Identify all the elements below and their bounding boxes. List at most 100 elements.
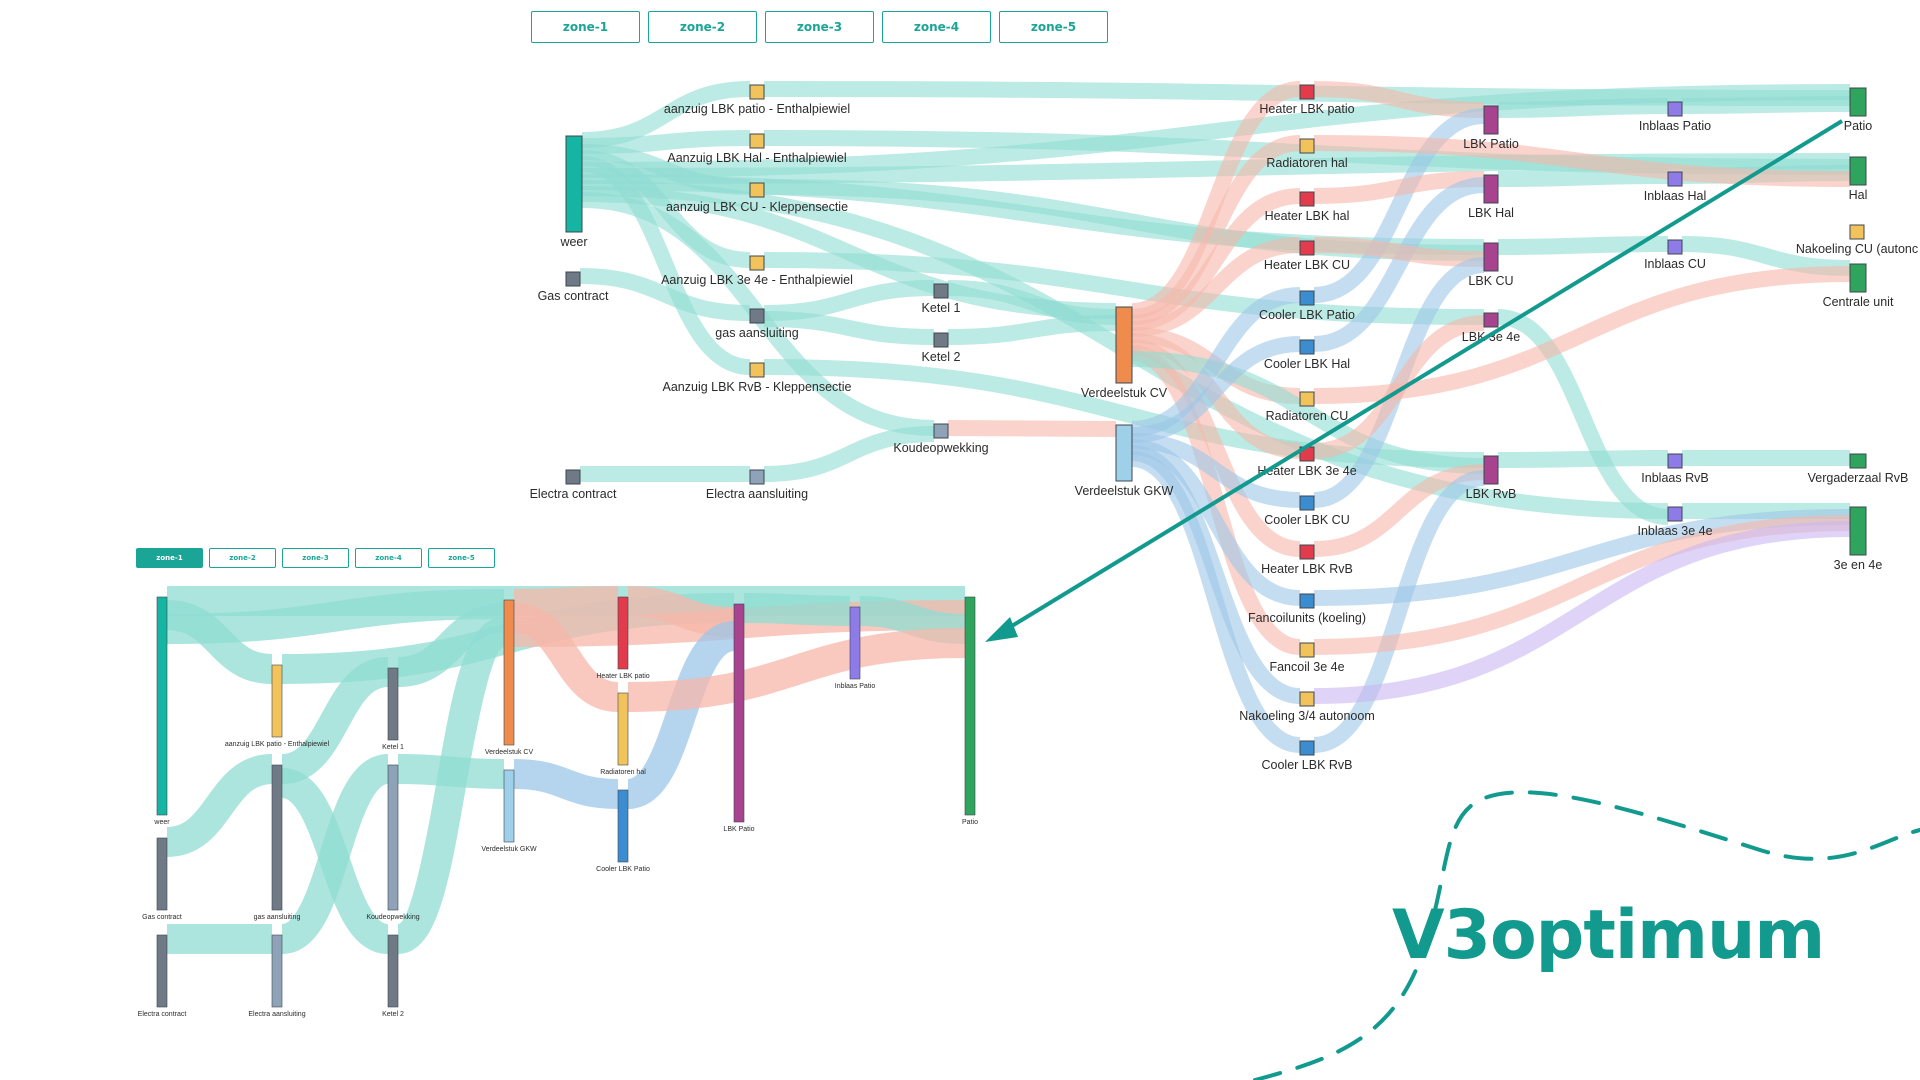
node-az_hal[interactable] — [749, 133, 765, 149]
flow-link-vgkw-c_hal[interactable] — [1131, 336, 1301, 443]
node-in_3e[interactable] — [1667, 506, 1683, 522]
node-hal[interactable] — [1849, 156, 1867, 186]
node-in_patio[interactable] — [1667, 101, 1683, 117]
node-vcv[interactable] — [1115, 306, 1133, 384]
flow-link-h_hal-lbk_hal[interactable] — [1313, 171, 1485, 204]
flow-link-electra_aansl-koude[interactable] — [763, 426, 935, 482]
flow-link-gas_contract-gas_aansl[interactable] — [579, 268, 751, 321]
mini-flow-link-electra_aansl-koude[interactable] — [279, 754, 391, 954]
mini-node-ketel2[interactable] — [387, 934, 399, 1008]
mini-node-vgkw[interactable] — [503, 769, 515, 843]
flow-link-koude-vgkw[interactable] — [947, 420, 1117, 437]
mini-tab-zone-2[interactable]: zone-2 — [209, 548, 276, 568]
mini-flow-link-in_patio-patio[interactable] — [859, 596, 966, 644]
node-rad_cu[interactable] — [1299, 391, 1315, 407]
node-in_hal[interactable] — [1667, 171, 1683, 187]
node-koude[interactable] — [933, 423, 949, 439]
mini-flow-link-h_patio-lbk_patio[interactable] — [627, 586, 735, 637]
flow-link-in_patio-patio[interactable] — [1681, 96, 1851, 114]
mini-flow-link-vcv-h_patio[interactable] — [513, 586, 619, 619]
node-lbk_rvb[interactable] — [1483, 455, 1499, 485]
flow-link-weer-az_hal[interactable] — [581, 130, 751, 154]
mini-tab-zone-1[interactable]: zone-1 — [136, 548, 203, 568]
mini-node-patio[interactable] — [964, 596, 976, 816]
flow-link-lbk_rvb-in_rvb[interactable] — [1497, 450, 1669, 468]
node-h_hal[interactable] — [1299, 191, 1315, 207]
node-az_patio[interactable] — [749, 84, 765, 100]
node-c_rvb[interactable] — [1299, 740, 1315, 756]
flow-link-vgkw-c_cu[interactable] — [1131, 433, 1301, 508]
node-rad_hal[interactable] — [1299, 138, 1315, 154]
node-lbk_3e[interactable] — [1483, 312, 1499, 328]
node-vgkw[interactable] — [1115, 424, 1133, 482]
flow-link-rad_cu-centrale[interactable] — [1313, 266, 1851, 404]
node-az_3e[interactable] — [749, 255, 765, 271]
node-fancoil3e[interactable] — [1299, 642, 1315, 658]
flow-link-nakoel34-e3e4[interactable] — [1313, 521, 1851, 704]
mini-node-koude[interactable] — [387, 764, 399, 911]
mini-tab-zone-3[interactable]: zone-3 — [282, 548, 349, 568]
tab-zone-5[interactable]: zone-5 — [999, 11, 1108, 43]
node-c_patio[interactable] — [1299, 290, 1315, 306]
mini-flow-link-lbk_patio-in_patio[interactable] — [743, 593, 851, 626]
flow-link-az_3e-lbk_3e[interactable] — [763, 252, 1485, 325]
node-h_cu[interactable] — [1299, 240, 1315, 256]
node-centrale[interactable] — [1849, 263, 1867, 293]
node-fancoil[interactable] — [1299, 593, 1315, 609]
mini-node-az_patio[interactable] — [271, 664, 283, 738]
flow-link-fancoil3e-e3e4[interactable] — [1313, 515, 1851, 655]
flow-link-c_rvb-lbk_rvb[interactable] — [1313, 470, 1485, 753]
mini-flow-link-koude-vgkw[interactable] — [397, 754, 505, 789]
tab-zone-1[interactable]: zone-1 — [531, 11, 640, 43]
flow-link-fancoil-e3e4[interactable] — [1313, 509, 1851, 606]
node-h_patio[interactable] — [1299, 84, 1315, 100]
flow-link-ketel2-vcv[interactable] — [947, 315, 1117, 345]
flow-link-az_rvb-lbk_rvb[interactable] — [763, 359, 1485, 468]
mini-node-gas_contract[interactable] — [156, 837, 168, 911]
mini-node-electra_contract[interactable] — [156, 934, 168, 1008]
node-nakoel34[interactable] — [1299, 691, 1315, 707]
mini-node-c_patio[interactable] — [617, 789, 629, 863]
node-lbk_hal[interactable] — [1483, 174, 1499, 204]
node-nakoel_cu[interactable] — [1849, 224, 1865, 240]
node-gas_contract[interactable] — [565, 271, 581, 287]
mini-node-lbk_patio[interactable] — [733, 603, 745, 823]
flow-link-lbk_3e-in_3e[interactable] — [1497, 309, 1669, 525]
mini-flow-link-gas_aansl-ketel1[interactable] — [280, 657, 390, 784]
mini-node-in_patio[interactable] — [849, 606, 861, 680]
node-in_rvb[interactable] — [1667, 453, 1683, 469]
node-lbk_patio[interactable] — [1483, 105, 1499, 135]
mini-tab-zone-5[interactable]: zone-5 — [428, 548, 495, 568]
mini-tab-zone-4[interactable]: zone-4 — [355, 548, 422, 568]
flow-link-c_patio-lbk_patio[interactable] — [1313, 108, 1485, 303]
flow-link-lbk_patio-in_patio[interactable] — [1497, 98, 1669, 118]
mini-flow-link-weer-vcv[interactable] — [166, 589, 505, 644]
node-in_cu[interactable] — [1667, 239, 1683, 255]
flow-link-h_cu-lbk_cu[interactable] — [1313, 237, 1485, 267]
flow-link-h_patio-lbk_patio[interactable] — [1313, 81, 1485, 118]
node-e3e4[interactable] — [1849, 506, 1867, 556]
node-az_rvb[interactable] — [749, 362, 765, 378]
flow-link-gas_aansl-ketel2[interactable] — [763, 311, 935, 345]
node-az_cu[interactable] — [749, 182, 765, 198]
node-weer[interactable] — [565, 135, 583, 233]
mini-flow-link-rad_hal-patio[interactable] — [627, 628, 966, 712]
mini-node-electra_aansl[interactable] — [271, 934, 283, 1008]
node-electra_contract[interactable] — [565, 469, 581, 485]
node-ketel2[interactable] — [933, 332, 949, 348]
node-vergader[interactable] — [1849, 453, 1867, 469]
mini-node-rad_hal[interactable] — [617, 692, 629, 766]
mini-node-vcv[interactable] — [503, 599, 515, 746]
tab-zone-2[interactable]: zone-2 — [648, 11, 757, 43]
node-c_cu[interactable] — [1299, 495, 1315, 511]
mini-node-weer[interactable] — [156, 596, 168, 816]
node-gas_aansl[interactable] — [749, 308, 765, 324]
node-patio[interactable] — [1849, 87, 1867, 117]
flow-link-vgkw-fancoil[interactable] — [1131, 439, 1301, 606]
flow-link-gas_aansl-ketel1[interactable] — [763, 280, 935, 321]
node-c_hal[interactable] — [1299, 339, 1315, 355]
flow-link-vgkw-c_rvb[interactable] — [1130, 451, 1302, 753]
node-ketel1[interactable] — [933, 283, 949, 299]
mini-node-h_patio[interactable] — [617, 596, 629, 670]
mini-flow-link-vgkw-c_patio[interactable] — [513, 759, 619, 809]
